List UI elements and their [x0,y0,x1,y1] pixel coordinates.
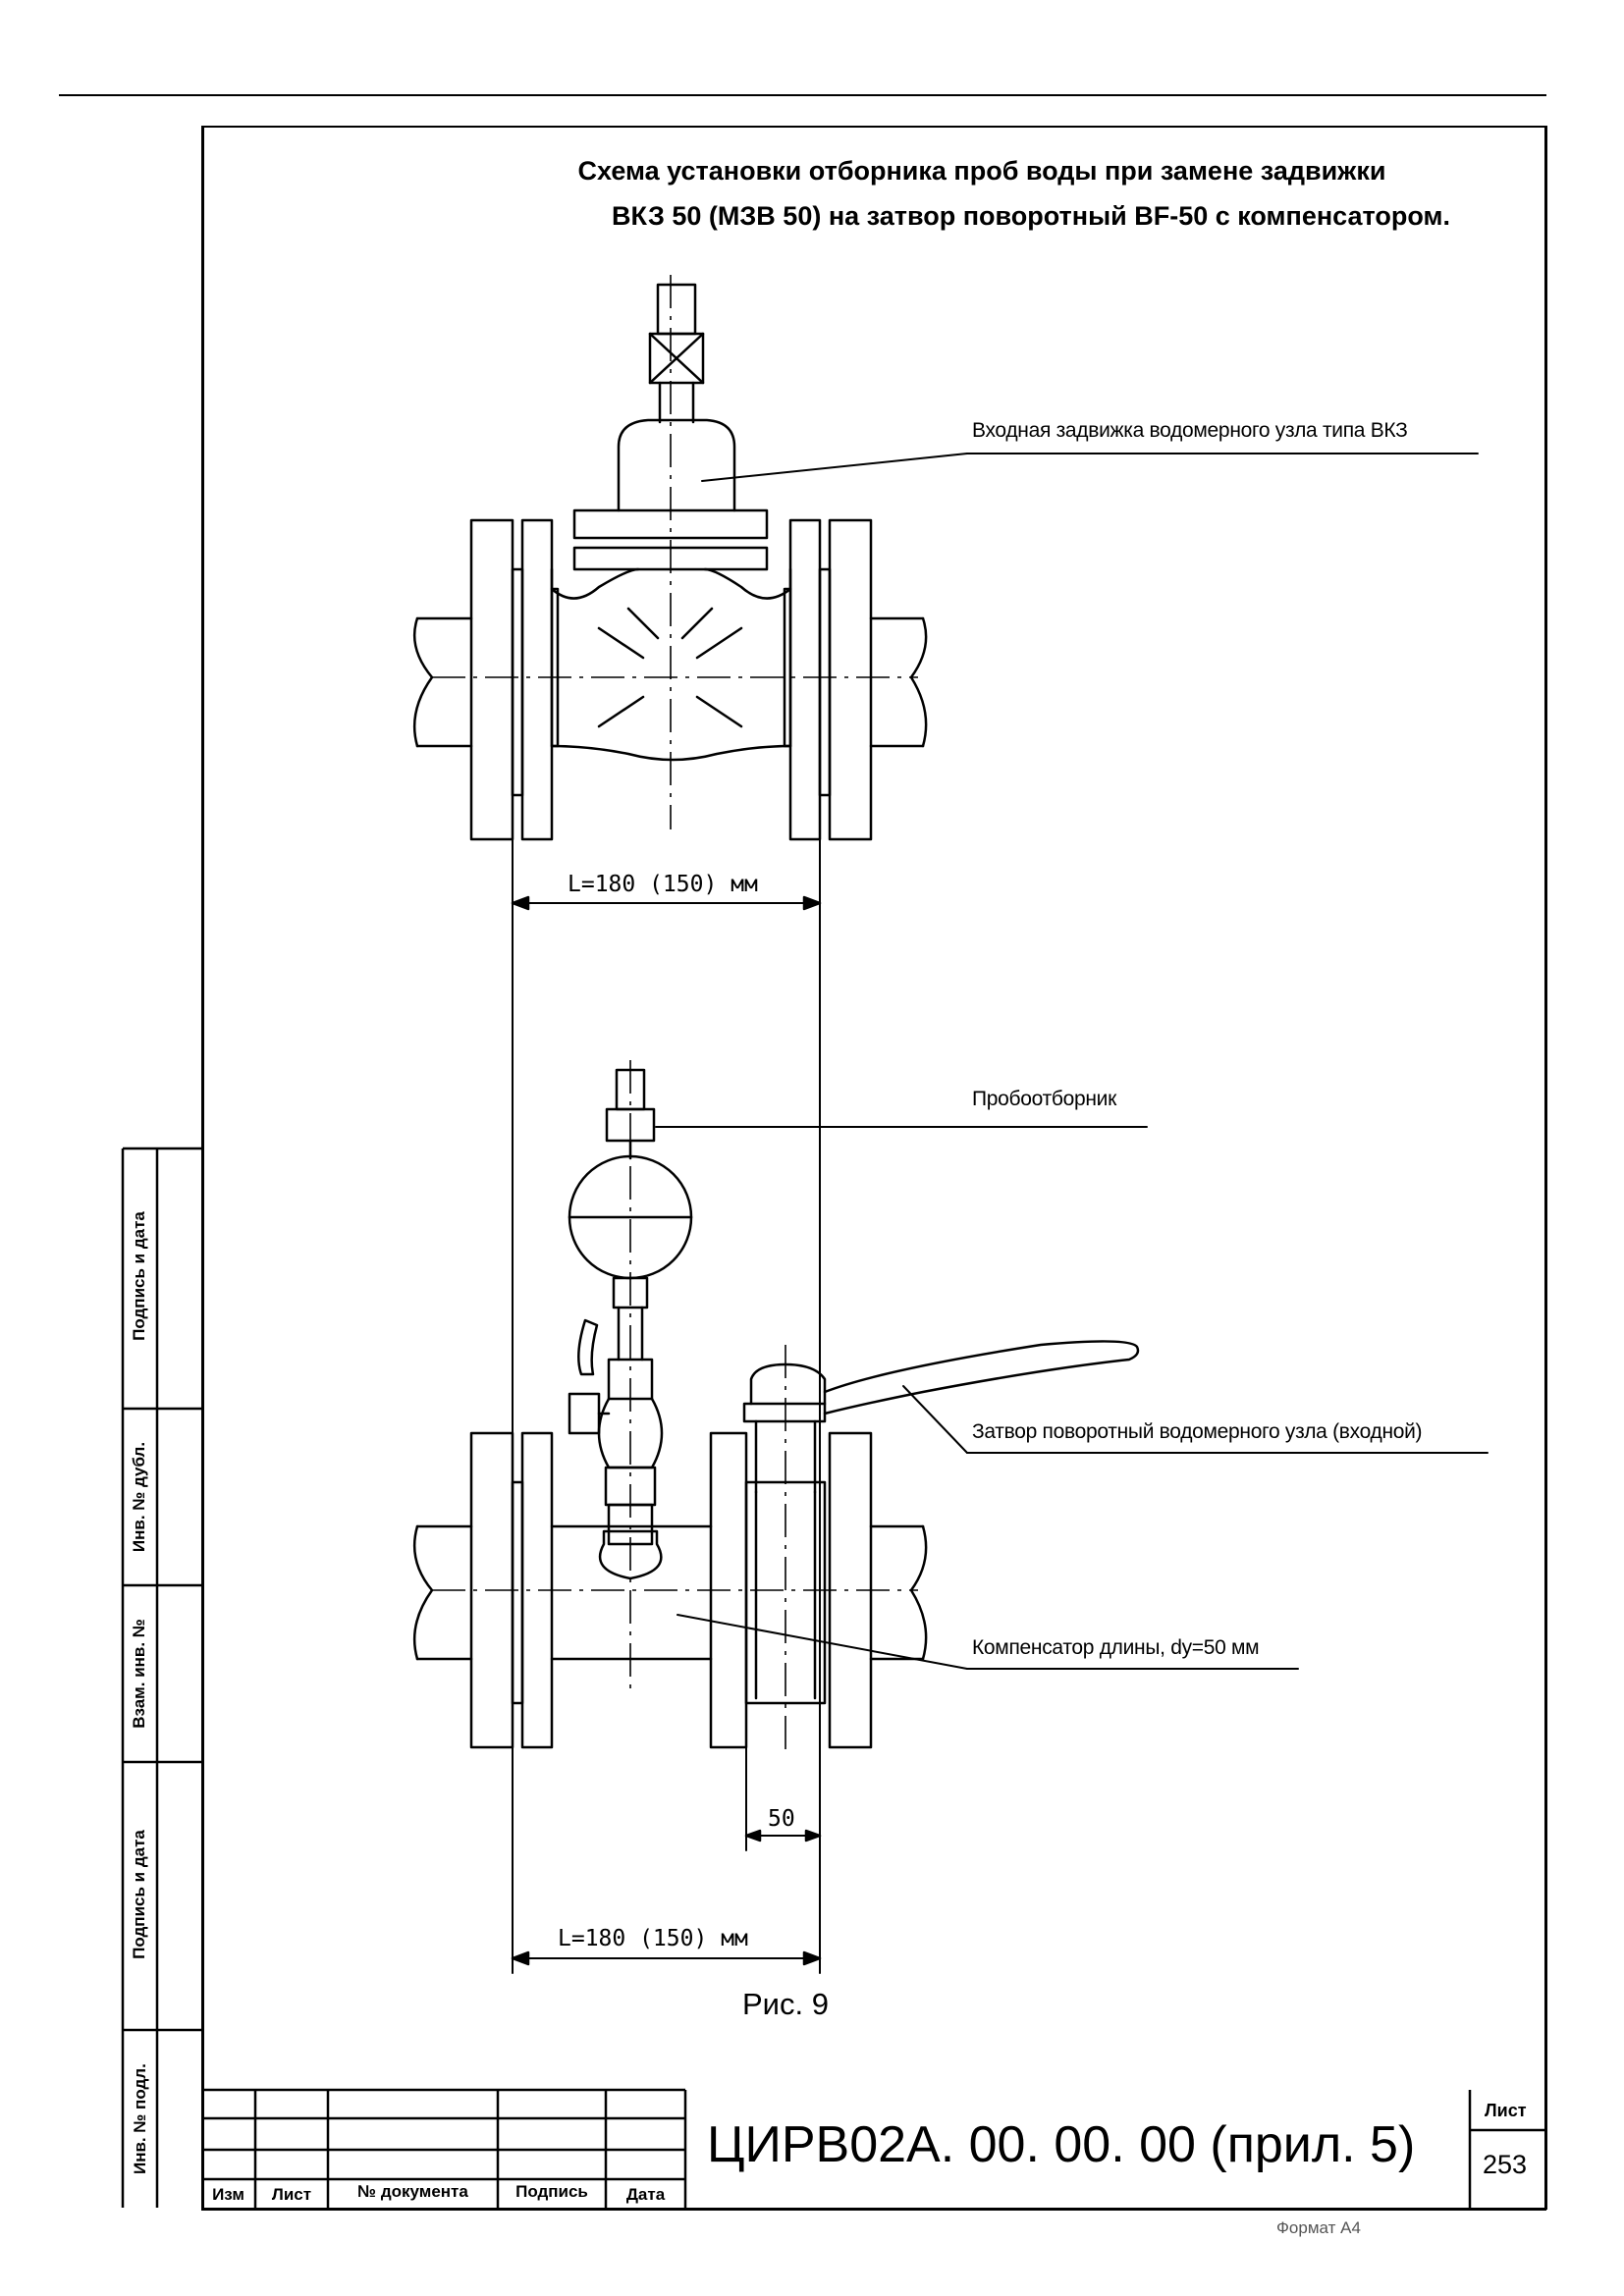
side-label-replacement-inv: Взам. инв. № [130,1619,148,1729]
side-label-duplicate-inv: Инв. № дубл. [130,1441,148,1553]
page-title-line2: ВКЗ 50 (МЗВ 50) на затвор поворотный BF-… [611,201,1450,231]
side-label-signature-date-1: Подпись и дата [130,1830,148,1959]
tb-col-change: Изм [212,2185,244,2204]
page-outer-top-line [59,94,1546,96]
dimension-bottom-length: L=180 (150) мм [558,1926,748,1951]
frame-bottom-border [201,2208,1546,2211]
tb-col-sheet: Лист [271,2185,312,2204]
sheet-label: Лист [1485,2101,1527,2120]
frame-right-border [1544,126,1547,2210]
tb-col-signature: Подпись [515,2182,588,2201]
figure-caption: Рис. 9 [742,1987,829,2021]
format-label: Формат А4 [1276,2218,1361,2237]
callout-rotary-gate: Затвор поворотный водомерного узла (вход… [972,1420,1423,1443]
side-label-signature-date-2: Подпись и дата [130,1211,148,1341]
sheet-number: 253 [1483,2150,1528,2179]
frame-top-border [201,126,1546,128]
side-label-original-inv: Инв. № подл. [131,2063,149,2174]
callout-compensator: Компенсатор длины, dy=50 мм [972,1636,1260,1659]
tb-col-document: № документа [357,2182,468,2201]
dimension-top-length: L=180 (150) мм [568,872,758,897]
page-title-line1: Схема установки отборника проб воды при … [577,156,1386,186]
frame-left-border [201,126,204,2210]
callout-gate-valve: Входная задвижка водомерного узла типа В… [972,419,1408,442]
tb-col-date: Дата [625,2185,666,2204]
document-code: ЦИРВ02А. 00. 00. 00 (прил. 5) [707,2116,1416,2173]
callout-sampler: Пробоотборник [972,1088,1116,1110]
dimension-offset: 50 [768,1806,795,1832]
